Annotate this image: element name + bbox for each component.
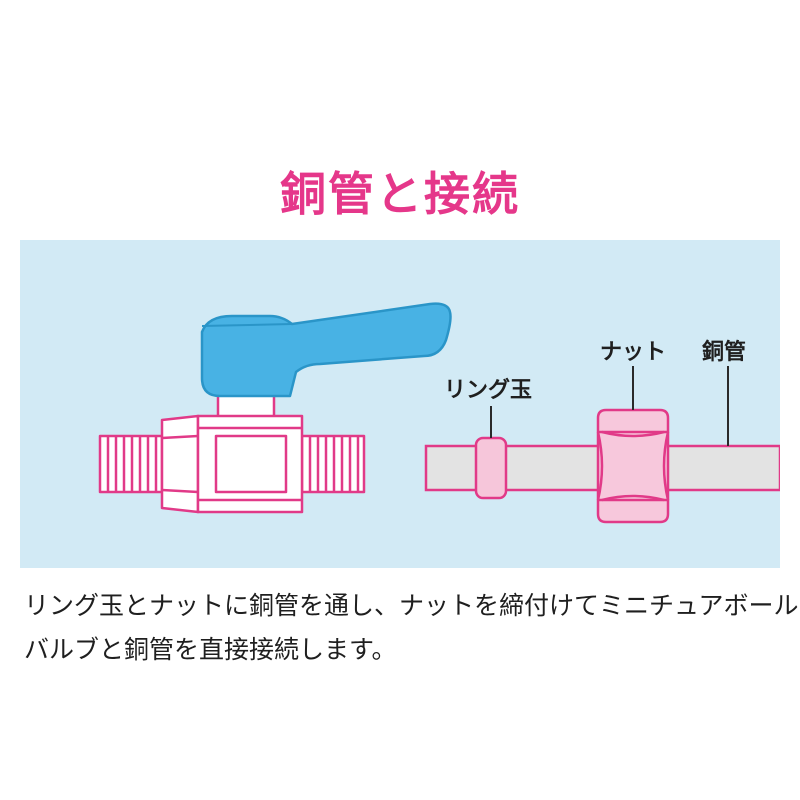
valve-body-hex — [160, 414, 200, 514]
ring-ball-label: リング玉 — [444, 378, 533, 403]
nut-label: ナット — [600, 340, 667, 365]
page-title: 銅管と接続 — [280, 167, 520, 221]
pipe-label: 銅管 — [702, 340, 747, 365]
caption-line-2: バルブと銅管を直接接続します。 — [24, 635, 397, 664]
description-caption: リング玉とナットに銅管を通し、ナットを締付けてミニチュアボール バルブと銅管を直… — [24, 584, 799, 672]
connection-diagram — [98, 302, 780, 524]
ball-valve — [98, 390, 366, 514]
valve-handle — [200, 302, 452, 398]
right-threaded-end — [300, 434, 366, 494]
caption-line-1: リング玉とナットに銅管を通し、ナットを締付けてミニチュアボール — [24, 591, 799, 620]
nut — [596, 408, 670, 524]
ring-ball — [474, 436, 508, 500]
diagram-panel: リング玉 ナット 銅管 — [20, 240, 780, 568]
left-threaded-end — [98, 434, 164, 494]
